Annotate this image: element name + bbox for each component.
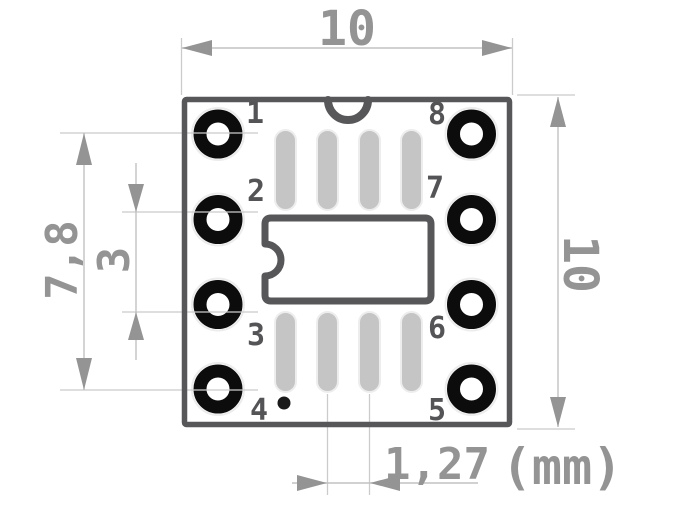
soic-pad xyxy=(400,129,423,211)
soic-pad xyxy=(274,129,297,211)
hole-clearance xyxy=(191,362,245,416)
soic-pad xyxy=(400,311,423,393)
soic-pad-row-bottom xyxy=(274,311,423,393)
pin-label-5: 5 xyxy=(428,393,446,428)
hole-pad-6 xyxy=(447,280,496,329)
soic-pad-row-top xyxy=(274,129,423,211)
dimension-arrowheads xyxy=(76,40,566,491)
hole-pad-4 xyxy=(193,364,243,414)
hole-clearance xyxy=(444,107,499,161)
hole-clearance xyxy=(444,192,499,247)
arrowhead-down-icon xyxy=(128,184,144,212)
dim-label-board-width: 10 xyxy=(318,1,376,57)
hole-clearance xyxy=(191,192,245,247)
hole-clearance xyxy=(444,277,499,332)
through-holes xyxy=(191,107,499,416)
board-outline xyxy=(181,96,513,428)
dim-label-pad-gap: 3 xyxy=(89,247,140,274)
soic-pad xyxy=(274,311,297,393)
arrowhead-down-icon xyxy=(550,397,566,427)
pin-label-7: 7 xyxy=(426,171,444,206)
hole-pad-5 xyxy=(447,364,496,414)
arrowhead-left-icon xyxy=(182,40,212,56)
soic-pad xyxy=(316,129,339,211)
pin-label-2: 2 xyxy=(247,174,265,209)
hole-clearance xyxy=(191,277,245,332)
arrowhead-down-icon xyxy=(76,358,92,390)
soic-pad xyxy=(358,129,381,211)
dim-label-hole-span: 7,8 xyxy=(37,220,88,299)
hole-clearance xyxy=(191,107,245,161)
ic-body-outline xyxy=(261,214,435,305)
arrowhead-right-icon xyxy=(482,40,512,56)
pin-label-1: 1 xyxy=(246,96,264,131)
board-orientation-notch-icon xyxy=(324,96,372,124)
hole-pad-2 xyxy=(193,195,243,244)
pin-label-6: 6 xyxy=(428,311,446,346)
soic-pad xyxy=(316,311,339,393)
pin4-marker-dot-icon xyxy=(277,396,291,410)
arrowhead-up-icon xyxy=(128,312,144,340)
hole-pad-1 xyxy=(193,109,243,159)
arrowhead-left-icon xyxy=(370,475,400,491)
hole-pad-3 xyxy=(193,280,243,329)
hole-pad-7 xyxy=(447,195,496,244)
arrowhead-right-icon xyxy=(297,475,327,491)
pin-label-3: 3 xyxy=(247,318,265,353)
arrowhead-up-icon xyxy=(76,133,92,165)
board-body xyxy=(182,97,512,427)
pin-label-8: 8 xyxy=(428,97,446,132)
pin-numbers: 1 2 3 4 5 6 7 8 xyxy=(246,96,446,428)
arrowhead-up-icon xyxy=(550,97,566,127)
soic-pad xyxy=(358,311,381,393)
dim-label-board-height: 10 xyxy=(552,235,608,293)
pin-label-4: 4 xyxy=(250,393,268,428)
extension-lines xyxy=(60,38,575,495)
dim-label-units: (mm) xyxy=(502,438,622,496)
hole-pad-8 xyxy=(447,109,496,159)
hole-clearance xyxy=(444,362,499,416)
dim-label-pad-pitch: 1,27 xyxy=(384,439,490,490)
